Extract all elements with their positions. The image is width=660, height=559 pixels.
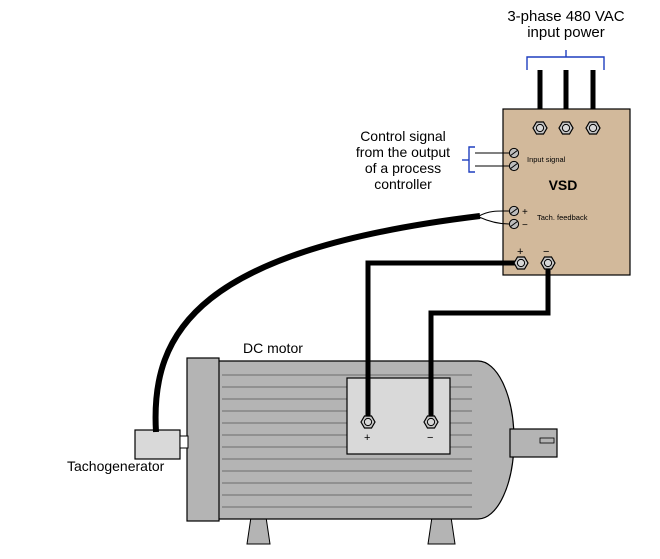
- control-label-line1: Control signal: [360, 128, 446, 144]
- vsd-title: VSD: [549, 177, 578, 193]
- motor-power-wire-plus: [365, 260, 521, 418]
- tach-feedback-terminal-plus: [508, 205, 520, 217]
- power-label-line1: 3-phase 480 VAC: [507, 8, 624, 25]
- input-signal-label: Input signal: [527, 155, 566, 164]
- motor-terminal-minus-sign: −: [427, 432, 433, 444]
- power-label-line2: input power: [527, 24, 605, 41]
- vsd-output-terminal-plus: [513, 256, 529, 270]
- motor-power-wire-minus: [428, 263, 551, 418]
- motor-feet: [246, 516, 456, 545]
- control-label-line2: from the output: [356, 144, 450, 160]
- dc-motor-label: DC motor: [243, 340, 303, 356]
- tach-feedback-cable: [152, 213, 481, 433]
- control-label-line3: of a process: [365, 160, 441, 176]
- tachogenerator-shaft: [179, 435, 189, 449]
- vsd-box: [502, 108, 631, 276]
- motor-terminal-plus: [360, 415, 376, 429]
- vsd-out-minus-sign: −: [543, 246, 549, 258]
- vsd-output-terminal-minus: [540, 256, 556, 270]
- power-terminal-l2: [558, 121, 574, 135]
- tachogenerator-label: Tachogenerator: [67, 458, 165, 474]
- motor-end-flange: [186, 357, 220, 522]
- motor-terminal-plus-sign: +: [364, 432, 370, 444]
- shaft-keyway: [539, 437, 555, 444]
- control-bracket: [468, 146, 475, 173]
- tach-feedback-plus-sign: +: [522, 207, 528, 218]
- input-signal-terminal-2: [508, 160, 520, 172]
- tach-feedback-wires: [478, 210, 510, 225]
- vsd-out-plus-sign: +: [517, 246, 523, 258]
- tachogenerator: [134, 429, 181, 460]
- tach-feedback-terminal-minus: [508, 218, 520, 230]
- input-signal-wires: [475, 152, 509, 167]
- power-terminal-l3: [585, 121, 601, 135]
- input-signal-terminal-1: [508, 147, 520, 159]
- tach-feedback-minus-sign: −: [522, 220, 528, 231]
- motor-terminal-minus: [423, 415, 439, 429]
- control-label-line4: controller: [374, 176, 432, 192]
- tach-feedback-label: Tach. feedback: [537, 213, 588, 222]
- power-terminal-l1: [532, 121, 548, 135]
- power-bracket: [526, 56, 605, 70]
